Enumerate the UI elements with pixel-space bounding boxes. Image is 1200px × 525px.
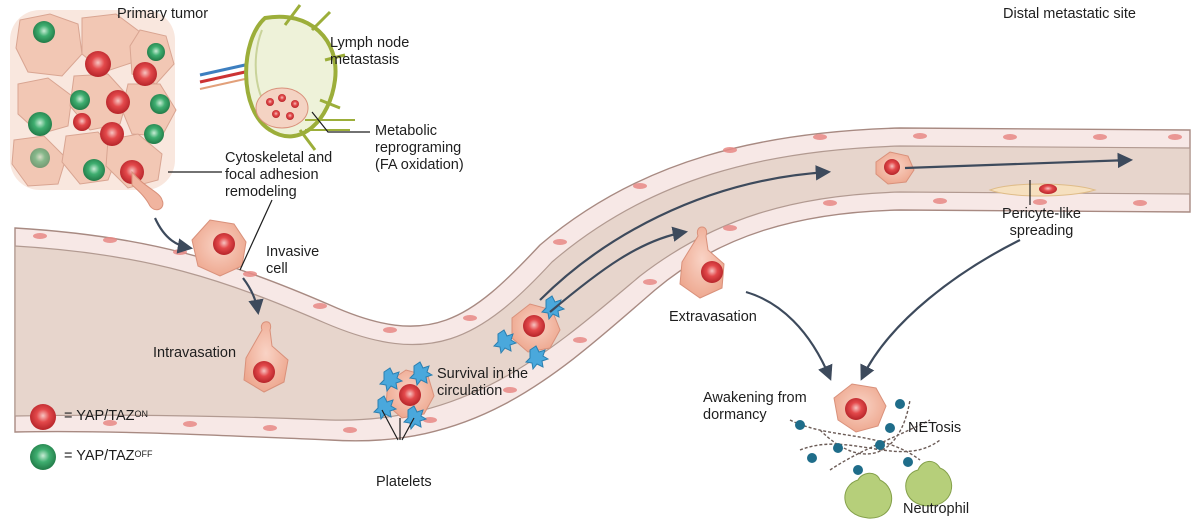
- label-awakening-line1: Awakening from: [703, 390, 807, 406]
- label-cyto-line1: Cytoskeletal and: [225, 150, 333, 166]
- pericyte-cell-graphic: [988, 183, 1097, 197]
- lymph-node: [199, 4, 355, 151]
- neutrophil-graphics: [844, 461, 953, 519]
- label-pericyte-line1: Pericyte-like: [1002, 206, 1081, 222]
- label-survival-line1: Survival in the: [437, 366, 529, 382]
- label-metabolic-reprograming: Metabolic reprograming (FA oxidation): [375, 123, 464, 174]
- primary-tumor-cluster: [10, 10, 177, 211]
- dormant-cell-graphic: [833, 383, 887, 433]
- label-platelets: Platelets: [376, 474, 432, 490]
- label-invasive-cell: Invasive cell: [266, 244, 319, 278]
- netosis-graphic: [789, 399, 941, 475]
- label-cyto-line2: focal adhesion: [225, 167, 319, 183]
- label-metabolic-line1: Metabolic: [375, 123, 438, 139]
- label-lymph-node-metastasis: Lymph node metastasis: [330, 35, 409, 69]
- legend-yap-taz-off: = YAP/TAZOFF: [64, 448, 153, 465]
- legend-on-superscript: ON: [134, 409, 149, 419]
- label-awakening-from-dormancy: Awakening from dormancy: [703, 390, 807, 424]
- legend-on-text: = YAP/TAZ: [64, 408, 135, 424]
- intravasation-cell-graphic: [243, 321, 289, 393]
- label-invasive-line1: Invasive: [266, 244, 320, 260]
- invasive-cell-graphic: [191, 219, 247, 277]
- label-survival-line2: circulation: [437, 383, 503, 399]
- label-pericyte-like-spreading: Pericyte-like spreading: [1002, 206, 1081, 240]
- leader-lines: [168, 111, 1031, 441]
- label-lymph-line1: Lymph node: [330, 35, 410, 51]
- label-neutrophil: Neutrophil: [903, 501, 970, 517]
- platelet-graphics: [372, 295, 566, 431]
- label-extravasation: Extravasation: [669, 309, 757, 325]
- pathway-arrows: [153, 152, 1134, 381]
- label-metabolic-line2: reprograming: [375, 140, 462, 156]
- legend-yap-taz-on: = YAP/TAZON: [64, 408, 148, 425]
- label-lymph-line2: metastasis: [330, 52, 400, 68]
- label-distal-metastatic-site: Distal metastatic site: [1003, 6, 1136, 22]
- label-cytoskeletal-remodeling: Cytoskeletal and focal adhesion remodeli…: [225, 150, 332, 201]
- legend-swatch-on: [30, 404, 56, 430]
- label-primary-tumor: Primary tumor: [117, 6, 209, 22]
- label-cyto-line3: remodeling: [225, 184, 297, 200]
- legend-off-superscript: OFF: [134, 449, 153, 459]
- blood-vessel: [14, 127, 1191, 442]
- legend-off-text: = YAP/TAZ: [64, 448, 135, 464]
- label-pericyte-line2: spreading: [1009, 223, 1074, 239]
- label-survival-circulation: Survival in the circulation: [437, 366, 528, 400]
- vessel-cell-graphic: [875, 151, 915, 185]
- label-netosis: NETosis: [908, 420, 962, 436]
- label-intravasation: Intravasation: [153, 345, 237, 361]
- legend-swatch-off: [30, 444, 56, 470]
- extravasation-cell-graphic: [679, 226, 725, 299]
- label-awakening-line2: dormancy: [703, 407, 767, 423]
- label-metabolic-line3: (FA oxidation): [375, 157, 464, 173]
- label-invasive-line2: cell: [266, 261, 288, 277]
